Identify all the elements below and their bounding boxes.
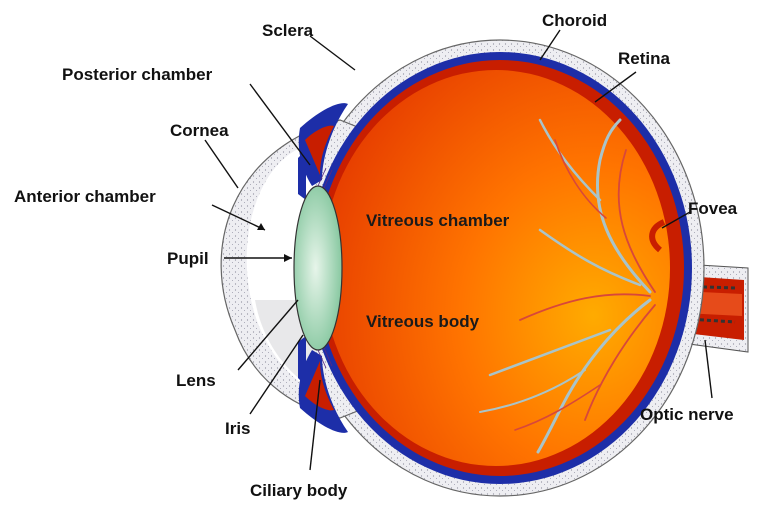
label-retina: Retina <box>618 49 671 68</box>
label-anterior-chamber: Anterior chamber <box>14 187 156 206</box>
label-lens: Lens <box>176 371 216 390</box>
label-pupil: Pupil <box>167 249 209 268</box>
label-cornea: Cornea <box>170 121 229 140</box>
label-sclera: Sclera <box>262 21 314 40</box>
label-fovea: Fovea <box>688 199 738 218</box>
vitreous-shape <box>322 70 670 466</box>
label-optic-nerve: Optic nerve <box>640 405 734 424</box>
label-ciliary-body: Ciliary body <box>250 481 348 500</box>
label-choroid: Choroid <box>542 11 607 30</box>
label-iris: Iris <box>225 419 251 438</box>
lens-shape <box>294 186 342 350</box>
label-vitreous-chamber: Vitreous chamber <box>366 211 510 230</box>
label-vitreous-body: Vitreous body <box>366 312 480 331</box>
label-posterior-chamber: Posterior chamber <box>62 65 213 84</box>
